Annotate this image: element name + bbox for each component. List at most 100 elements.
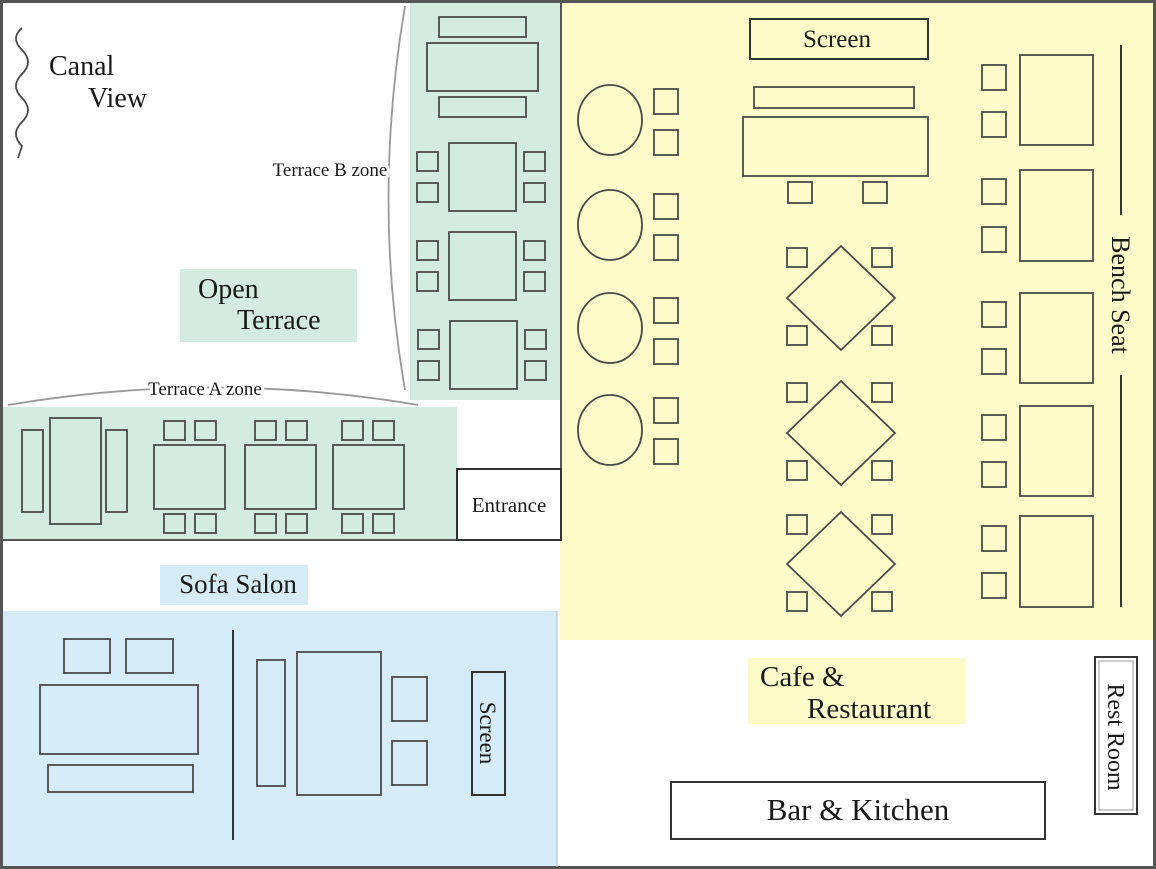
screen-sofa bbox=[471, 671, 506, 796]
chair bbox=[653, 297, 679, 324]
open-terrace-label-bg bbox=[180, 269, 357, 342]
chair bbox=[981, 301, 1007, 328]
chair bbox=[254, 420, 277, 441]
sofa-salon-label-bg bbox=[160, 565, 308, 605]
chair bbox=[372, 420, 395, 441]
table bbox=[1019, 54, 1094, 146]
open-terrace-label-1: Open bbox=[198, 274, 259, 305]
chair bbox=[417, 360, 440, 381]
chair bbox=[523, 182, 546, 203]
chair bbox=[523, 240, 546, 261]
canal-view-label-2: View bbox=[88, 83, 148, 114]
bench bbox=[21, 429, 44, 513]
screen-sofa-label: Screen bbox=[475, 702, 500, 765]
entrance-label: Entrance bbox=[472, 493, 547, 517]
round-table bbox=[577, 189, 643, 261]
round-table bbox=[577, 394, 643, 466]
screen-top bbox=[749, 18, 929, 60]
sofa-salon-label: Sofa Salon bbox=[179, 569, 297, 599]
chair bbox=[786, 247, 808, 268]
bench bbox=[753, 86, 915, 109]
chair bbox=[653, 88, 679, 115]
table bbox=[448, 231, 517, 301]
canal-wave-icon bbox=[15, 27, 29, 159]
sofa bbox=[256, 659, 286, 787]
entrance-door[interactable] bbox=[456, 468, 562, 541]
bar-kitchen-label: Bar & Kitchen bbox=[767, 792, 950, 827]
diamond-table bbox=[785, 510, 897, 618]
chair bbox=[417, 329, 440, 350]
table bbox=[448, 142, 517, 212]
chair bbox=[981, 525, 1007, 552]
chair bbox=[981, 414, 1007, 441]
chair bbox=[871, 514, 893, 535]
terrace-a-zone-area bbox=[3, 407, 457, 540]
chair bbox=[524, 329, 547, 350]
rest-room-door[interactable] bbox=[1094, 656, 1138, 815]
chair bbox=[871, 591, 893, 612]
chair bbox=[163, 420, 186, 441]
chair bbox=[981, 64, 1007, 91]
table bbox=[1019, 515, 1094, 608]
chair bbox=[786, 514, 808, 535]
chair bbox=[787, 181, 813, 204]
cafe-restaurant-area bbox=[560, 3, 1153, 640]
chair bbox=[653, 438, 679, 465]
chair bbox=[194, 513, 217, 534]
round-table bbox=[577, 292, 643, 364]
canal-view-label-1: Canal bbox=[49, 51, 115, 82]
chair bbox=[416, 271, 439, 292]
rest-room-inner bbox=[1098, 660, 1134, 811]
round-table bbox=[577, 84, 643, 156]
chair bbox=[254, 513, 277, 534]
cafe-label-bg bbox=[748, 658, 966, 724]
armchair bbox=[391, 676, 428, 722]
chair bbox=[786, 460, 808, 481]
table bbox=[296, 651, 382, 796]
bar-kitchen bbox=[670, 781, 1046, 840]
coffee-table bbox=[47, 764, 194, 793]
cafe-label-2: Restaurant bbox=[807, 693, 931, 725]
chair bbox=[372, 513, 395, 534]
chair bbox=[981, 461, 1007, 488]
chair bbox=[341, 420, 364, 441]
terrace-a-bracket bbox=[7, 386, 419, 406]
chair bbox=[416, 182, 439, 203]
terrace-b-zone-label: Terrace B zone bbox=[273, 160, 388, 181]
bench-seat-label: Bench Seat bbox=[1106, 236, 1135, 354]
chair bbox=[871, 247, 893, 268]
bench bbox=[438, 96, 527, 118]
table bbox=[1019, 169, 1094, 262]
diamond-table bbox=[785, 379, 897, 487]
chair bbox=[285, 420, 308, 441]
chair bbox=[523, 271, 546, 292]
chair bbox=[416, 151, 439, 172]
diamond-table bbox=[785, 244, 897, 352]
long-table bbox=[742, 116, 929, 177]
armchair bbox=[125, 638, 174, 674]
chair bbox=[416, 240, 439, 261]
chair bbox=[981, 226, 1007, 253]
chair bbox=[653, 338, 679, 365]
table bbox=[332, 444, 405, 510]
chair bbox=[981, 178, 1007, 205]
armchair bbox=[391, 740, 428, 786]
chair bbox=[285, 513, 308, 534]
chair bbox=[981, 572, 1007, 599]
chair bbox=[871, 325, 893, 346]
chair bbox=[981, 111, 1007, 138]
chair bbox=[523, 151, 546, 172]
cafe-label-1: Cafe & bbox=[760, 661, 845, 693]
chair bbox=[786, 382, 808, 403]
chair bbox=[786, 325, 808, 346]
sofa bbox=[39, 684, 199, 755]
chair bbox=[653, 397, 679, 424]
chair bbox=[194, 420, 217, 441]
chair bbox=[862, 181, 888, 204]
terrace-b-bracket bbox=[387, 5, 406, 391]
table bbox=[1019, 292, 1094, 384]
table bbox=[1019, 405, 1094, 497]
sofa-salon-area bbox=[3, 611, 557, 867]
